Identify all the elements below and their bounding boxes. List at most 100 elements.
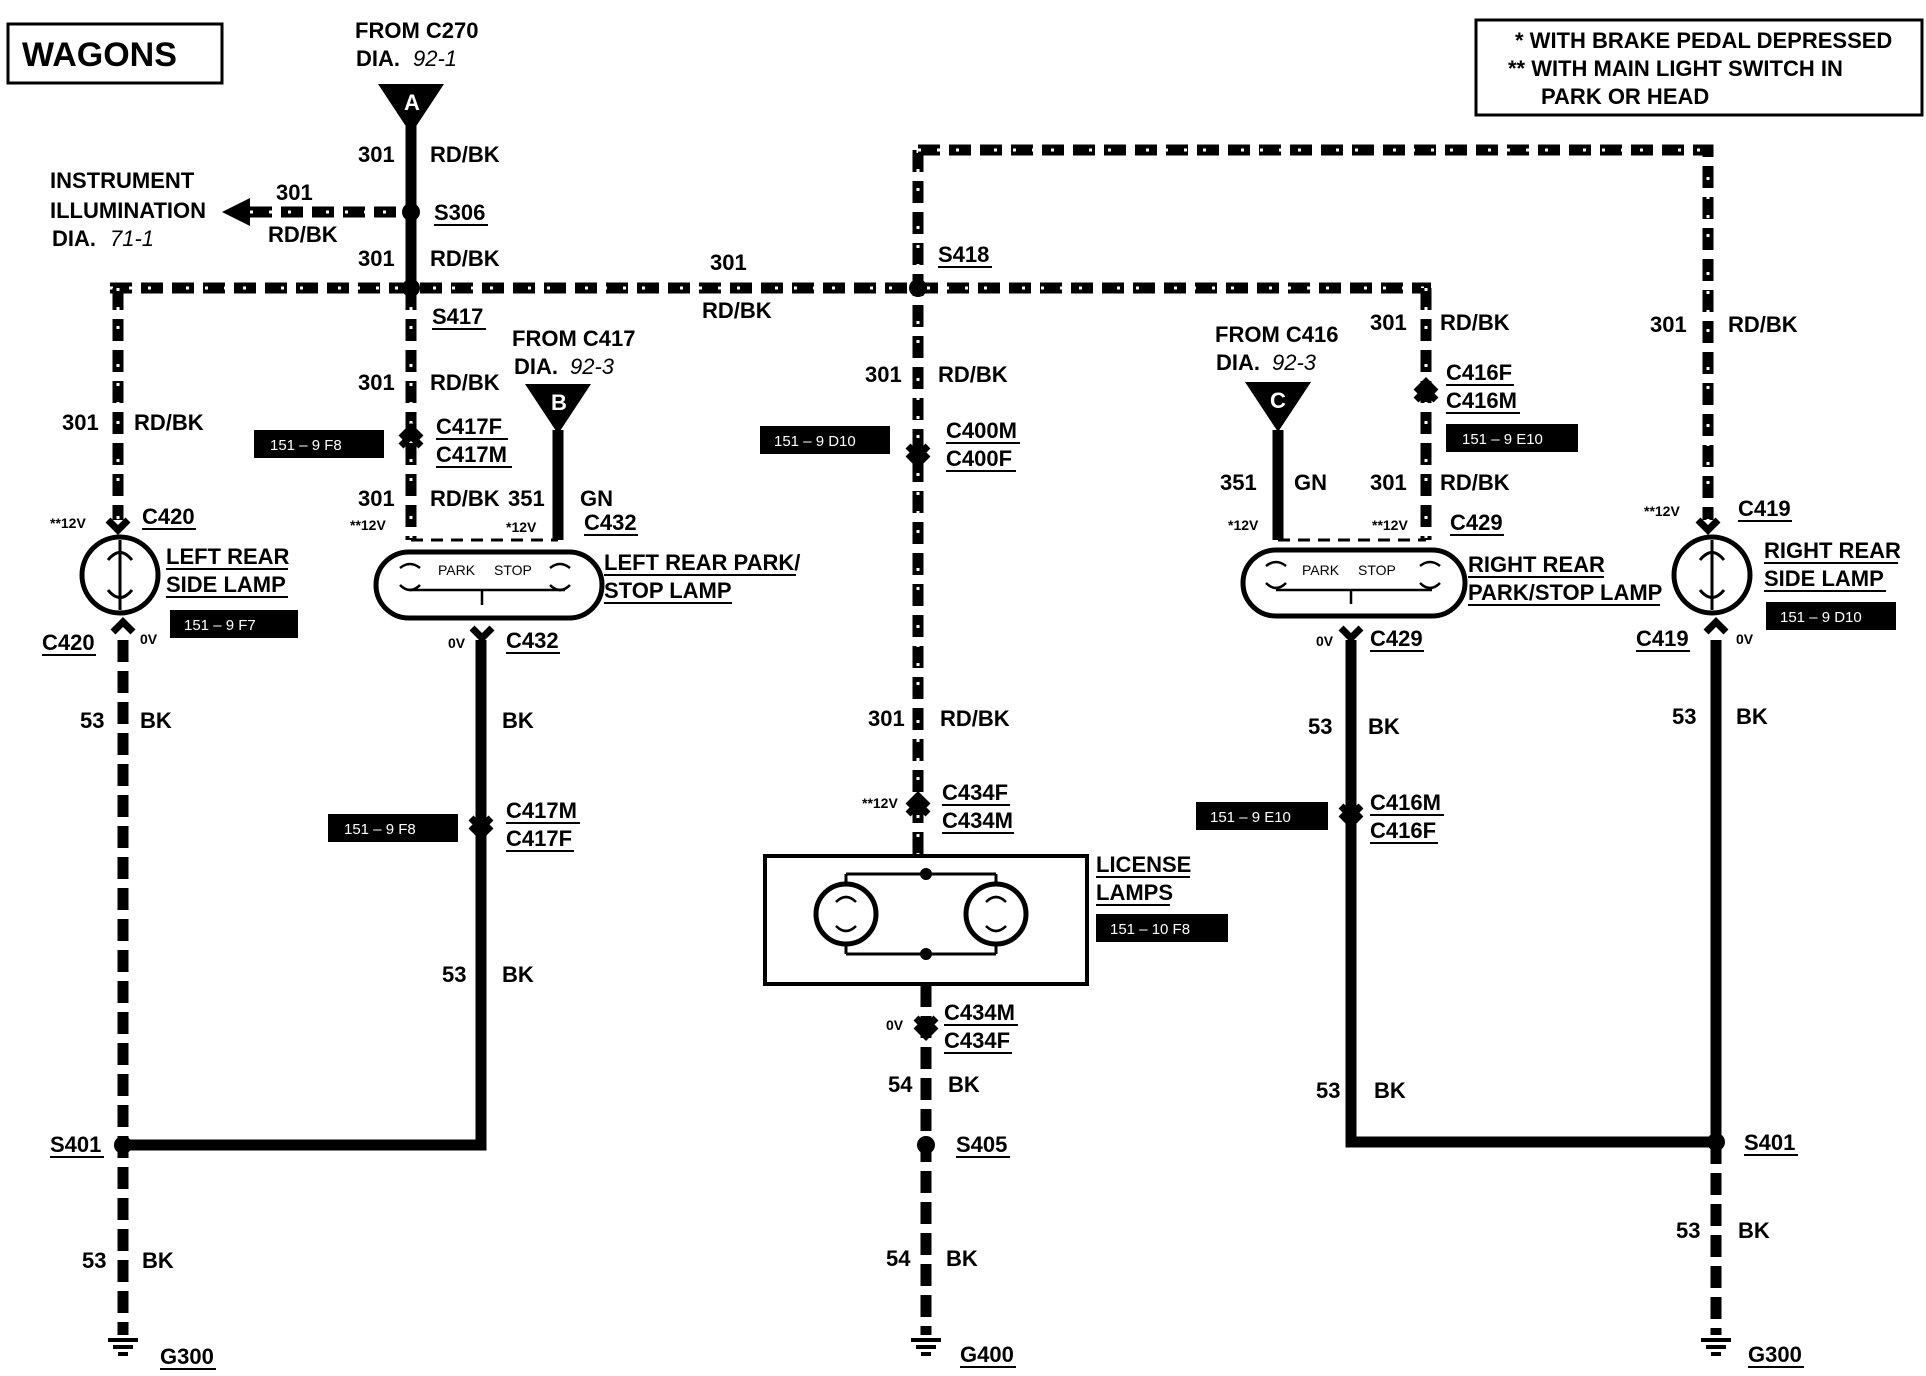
voltage-12v-left-park-b: *12V (506, 519, 537, 535)
splice-s306-dot (402, 203, 420, 221)
license-lamps-line-1: LICENSE (1096, 852, 1191, 877)
right-side-lamp-line-1: RIGHT REAR (1764, 538, 1901, 563)
label-301-s418: 301 (865, 362, 902, 387)
instrument-illumination: INSTRUMENT ILLUMINATION DIA. 71-1 301 RD… (50, 168, 338, 251)
splice-s405-dot (917, 1136, 935, 1154)
source-a-dia-prefix: DIA. (356, 46, 400, 71)
label-301-b: 301 (358, 246, 395, 271)
instrument-dia: 71-1 (110, 226, 154, 251)
label-bk-l2: BK (142, 1248, 174, 1273)
source-c-from: FROM C416 (1215, 322, 1338, 347)
left-rear-park-stop-lamp: **12V *12V C432 PARK STOP LEFT REAR PARK… (350, 510, 800, 654)
source-a-dia: 92-1 (413, 46, 457, 71)
label-gn-right: GN (1294, 470, 1327, 495)
label-301-rtop: 301 (1370, 310, 1407, 335)
label-53-r2: 53 (1316, 1078, 1340, 1103)
source-a-from: FROM C270 (355, 18, 478, 43)
splice-s417-dot (402, 279, 420, 297)
wire-bk-network (117, 640, 1722, 1335)
conn-c416m-top: C416M (1446, 388, 1517, 413)
label-rdbk-rpark: RD/BK (1440, 470, 1510, 495)
conn-c432-bottom: C432 (506, 628, 559, 653)
conn-c420-top: C420 (142, 504, 195, 529)
source-c-triangle (1245, 382, 1311, 432)
ground-g300-right-label: G300 (1748, 1342, 1802, 1367)
label-54-c2: 54 (886, 1246, 911, 1271)
label-rdbk-left: RD/BK (134, 410, 204, 435)
splice-s418: S418 (938, 242, 989, 267)
splice-s401-left: S401 (50, 1132, 101, 1157)
license-lamps: **12V LICENSE LAMPS 0V (763, 795, 1191, 1033)
label-301-lpark: 301 (358, 486, 395, 511)
left-park-lamp-line-1: LEFT REAR PARK/ (604, 550, 800, 575)
label-53-r1: 53 (1308, 714, 1332, 739)
source-c-dia-prefix: DIA. (1216, 350, 1260, 375)
splice-s401-left-dot (114, 1136, 132, 1154)
conn-c434m-top: C434M (942, 808, 1013, 833)
ground-g300-right: G300 (1701, 1338, 1804, 1368)
right-park-label: PARK (1302, 562, 1340, 578)
conn-c400f: C400F (946, 446, 1012, 471)
instrument-arrow-head (222, 198, 250, 226)
conn-c400m: C400M (946, 418, 1017, 443)
voltage-12v-right-side: **12V (1644, 503, 1680, 519)
label-53-r3: 53 (1672, 704, 1696, 729)
label-rdbk-lic: RD/BK (940, 706, 1010, 731)
splice-labels: S306 S417 S418 S401 S405 S401 (50, 200, 1798, 1158)
source-b-dia: 92-3 (570, 354, 615, 379)
source-b: FROM C417 DIA. 92-3 B (512, 326, 635, 434)
source-b-from: FROM C417 (512, 326, 635, 351)
legend-box: * WITH BRAKE PEDAL DEPRESSED ** WITH MAI… (1474, 18, 1924, 117)
splice-s401-right-dot (1707, 1133, 1725, 1151)
conn-c417f-top: C417F (436, 414, 502, 439)
ground-g300-left: G300 (108, 1338, 216, 1370)
conn-c419-bottom: C419 (1636, 626, 1689, 651)
splice-s401-right: S401 (1744, 1130, 1795, 1155)
conn-c417f-bottom: C417F (506, 826, 572, 851)
label-rdbk-b: RD/BK (430, 246, 500, 271)
voltage-12v-left-park-a: **12V (350, 517, 386, 533)
license-lamps-line-2: LAMPS (1096, 880, 1173, 905)
voltage-12v-left-side: **12V (50, 515, 86, 531)
instrument-line-2: ILLUMINATION (50, 198, 206, 223)
legend-line-3: PARK OR HEAD (1541, 84, 1709, 109)
label-54-c1: 54 (888, 1072, 913, 1097)
conn-c416f-bottom: C416F (1370, 818, 1436, 843)
label-53-r4: 53 (1676, 1218, 1700, 1243)
instrument-dia-prefix: DIA. (52, 226, 96, 251)
left-side-lamp-line-2: SIDE LAMP (166, 572, 286, 597)
label-bk-r3: BK (1736, 704, 1768, 729)
label-53-l4: 53 (442, 962, 466, 987)
wire-labels-bk: 53 BK 53 BK BK 53 BK 54 BK 54 BK 53 BK 5… (80, 704, 1770, 1273)
label-rdbk-lpark: RD/BK (430, 486, 500, 511)
splice-dots (114, 203, 1725, 1154)
label-rdbk-s418: RD/BK (938, 362, 1008, 387)
left-park-lamp-line-2: STOP LAMP (604, 578, 732, 603)
conn-c417m-top: C417M (436, 442, 507, 467)
instrument-line-1: INSTRUMENT (50, 168, 195, 193)
voltage-12v-right-park-a: *12V (1228, 517, 1259, 533)
right-park-lamp-line-1: RIGHT REAR (1468, 552, 1605, 577)
voltage-0v-left-side: 0V (140, 631, 158, 647)
legend-line-2: ** WITH MAIN LIGHT SWITCH IN (1508, 56, 1843, 81)
right-side-lamp-line-2: SIDE LAMP (1764, 566, 1884, 591)
conn-c434m-bottom: C434M (944, 1000, 1015, 1025)
label-351-right: 351 (1220, 470, 1257, 495)
title-box: WAGONS (6, 22, 224, 85)
source-b-dia-prefix: DIA. (514, 354, 558, 379)
ref-d10-right: 151 – 9 D10 (1780, 609, 1862, 626)
label-rdbk-rside: RD/BK (1728, 312, 1798, 337)
source-b-triangle (525, 384, 591, 434)
conn-c416m-bottom: C416M (1370, 790, 1441, 815)
inline-connectors: C417F C417M C400M C400F C416F C416M C417… (398, 360, 1520, 1054)
label-53-l1: 53 (80, 708, 104, 733)
source-c-dia: 92-3 (1272, 350, 1317, 375)
right-rear-park-stop-lamp: *12V **12V C429 PARK STOP RIGHT REAR PAR… (1228, 510, 1662, 652)
label-rdbk-bus: RD/BK (702, 298, 772, 323)
conn-c417m-bottom: C417M (506, 798, 577, 823)
voltage-12v-license: **12V (862, 795, 898, 811)
conn-c432-top: C432 (584, 510, 637, 535)
wire-label-rdbk-instr: RD/BK (268, 222, 338, 247)
voltage-0v-license: 0V (886, 1017, 904, 1033)
